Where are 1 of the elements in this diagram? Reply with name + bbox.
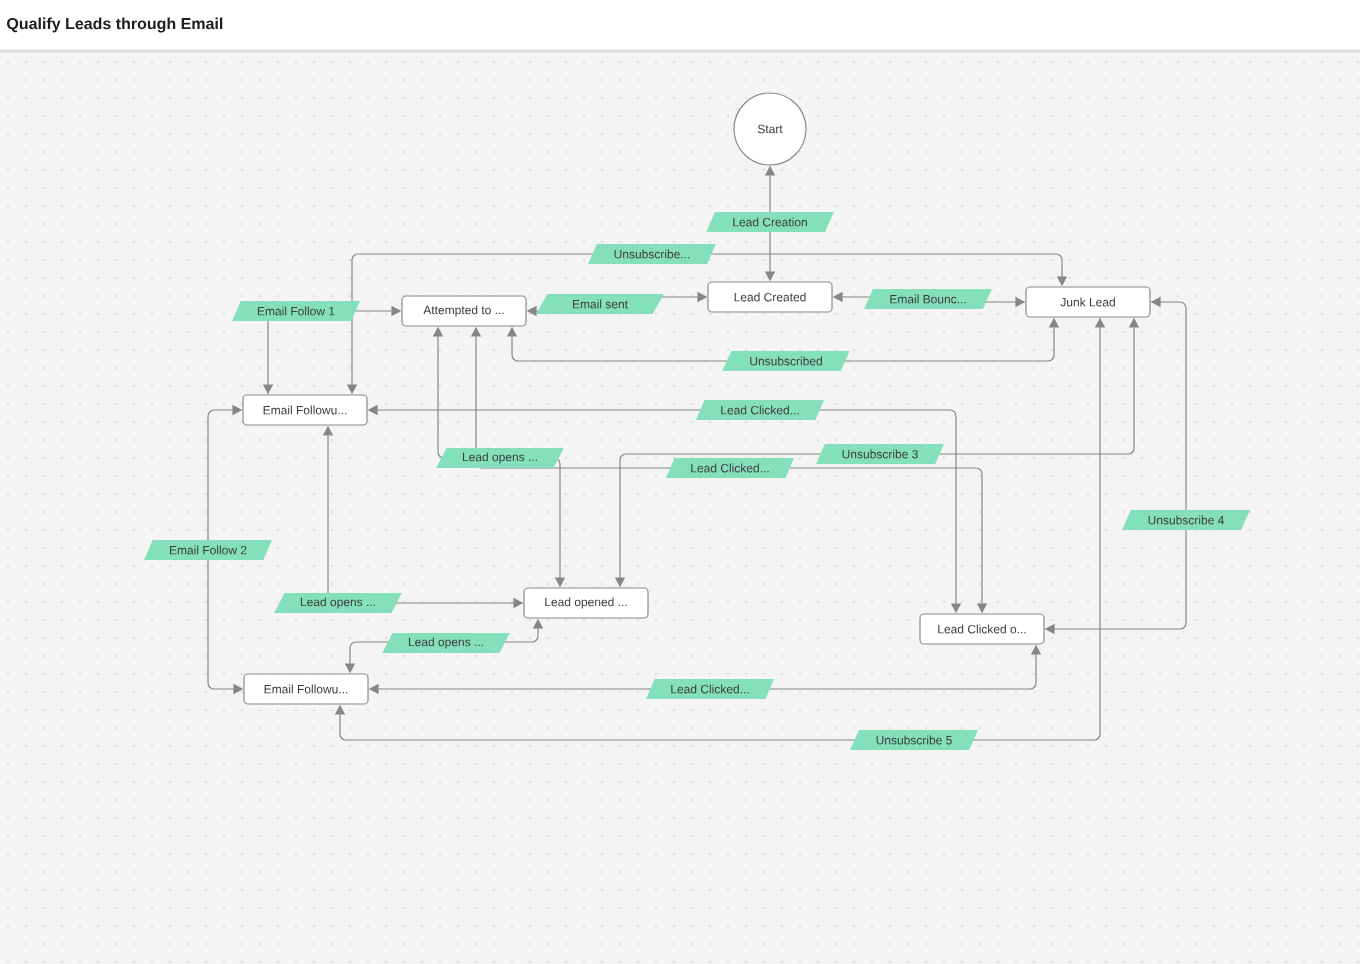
title: Qualify Leads through Email (7, 17, 223, 33)
